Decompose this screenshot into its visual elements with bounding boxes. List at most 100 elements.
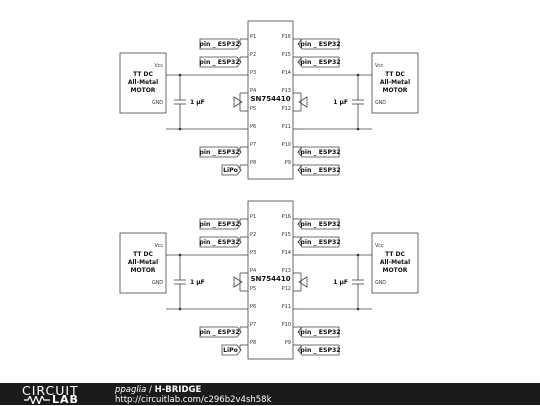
cap-label: 1 µF [190,279,205,286]
pin-label: P2 [250,232,256,238]
motor-label: TT DC [385,251,405,258]
junction-dot [178,73,182,77]
net-tag [221,164,242,176]
net-tag-label: pin _ ESP32 [300,221,340,228]
junction-dot [356,307,360,311]
motor-box [371,52,419,114]
pin-label: P16 [282,214,291,220]
credit-separator: / [146,385,155,395]
motor-label: All-Metal [128,79,158,86]
ic-part-label: SN754410 [250,275,290,283]
logo-text-lab: LAB [52,393,79,406]
driver-triangle [298,96,308,108]
motor-label: All-Metal [380,79,410,86]
junction-dot [356,73,360,77]
ic-part-label: SN754410 [250,95,290,103]
cap-label: 1 µF [333,279,348,286]
net-tag [199,326,242,338]
driver-triangle [233,276,243,288]
pin-label: P3 [250,250,256,256]
pin-label: P9 [285,160,291,166]
logo-text-circuit: CIRCUIT [22,383,79,398]
motor-box [371,232,419,294]
circuit-credit: ppaglia / H-BRIDGE [115,385,201,395]
pin-label: P13 [282,88,291,94]
circuitlab-logo[interactable]: CIRCUIT LAB [22,383,96,406]
pin-label: P8 [250,340,256,346]
net-tag-label: pin _ ESP32 [199,59,239,66]
logo-wave-icon [24,396,50,404]
schematic-canvas: SN754410P1P2P3P4P5P6P7P8P16P15P14P13P12P… [119,20,419,360]
pin-label: P14 [282,70,291,76]
pin-label: P16 [282,34,291,40]
pin-label: P7 [250,322,256,328]
junction-dot [178,253,182,257]
cap-label: 1 µF [190,99,205,106]
motor-label: TT DC [133,251,153,258]
motor-vcc-label: Vcc [154,243,163,249]
junction-dot [356,127,360,131]
motor-label: All-Metal [128,259,158,266]
pin-label: P1 [250,34,256,40]
net-tag-label: pin _ ESP32 [199,329,239,336]
net-tag-label: pin _ ESP32 [199,149,239,156]
pin-label: P11 [282,304,291,310]
ic-body [247,20,294,180]
net-tag [199,38,242,50]
net-tag-label: pin _ ESP32 [199,239,239,246]
pin-label: P4 [250,88,256,94]
net-tag-label: LiPo [223,347,238,354]
motor-vcc-label: Vcc [375,63,384,69]
motor-label: All-Metal [380,259,410,266]
net-tag-label: pin _ ESP32 [300,59,340,66]
ic-body [247,200,294,360]
net-tag [199,236,242,248]
footer-bar: CIRCUIT LAB ppaglia / H-BRIDGE http://ci… [0,383,540,406]
junction-dot [178,307,182,311]
motor-box [119,52,167,114]
pin-label: P2 [250,52,256,58]
net-tag-label: pin _ ESP32 [300,41,340,48]
circuit-url[interactable]: http://circuitlab.com/c296b2v4sh58k [115,395,272,405]
motor-box [119,232,167,294]
pin-label: P5 [250,106,256,112]
pin-label: P10 [282,142,291,148]
pin-label: P5 [250,286,256,292]
pin-label: P7 [250,142,256,148]
net-tag [221,344,242,356]
pin-label: P15 [282,232,291,238]
pin-label: P6 [250,124,256,130]
motor-label: MOTOR [131,87,156,94]
net-tag [199,218,242,230]
author-link[interactable]: ppaglia [115,385,147,395]
pin-label: P13 [282,268,291,274]
junction-dot [356,253,360,257]
motor-gnd-label: GND [152,280,163,286]
motor-gnd-label: GND [375,100,386,106]
pin-label: P9 [285,340,291,346]
pin-label: P1 [250,214,256,220]
junction-dot [178,127,182,131]
motor-label: MOTOR [383,267,408,274]
pin-label: P15 [282,52,291,58]
pin-label: P3 [250,70,256,76]
pin-label: P8 [250,160,256,166]
net-tag-label: pin _ ESP32 [300,149,340,156]
motor-label: TT DC [133,71,153,78]
net-tag-label: pin _ ESP32 [300,347,340,354]
motor-label: TT DC [385,71,405,78]
pin-label: P11 [282,124,291,130]
motor-gnd-label: GND [152,100,163,106]
net-tag-label: pin _ ESP32 [199,41,239,48]
cap-label: 1 µF [333,99,348,106]
motor-vcc-label: Vcc [375,243,384,249]
driver-triangle [298,276,308,288]
driver-triangle [233,96,243,108]
net-tag [199,56,242,68]
net-tag [199,146,242,158]
net-tag-label: LiPo [223,167,238,174]
pin-label: P12 [282,106,291,112]
circuit-title: H-BRIDGE [154,385,202,395]
pin-label: P4 [250,268,256,274]
